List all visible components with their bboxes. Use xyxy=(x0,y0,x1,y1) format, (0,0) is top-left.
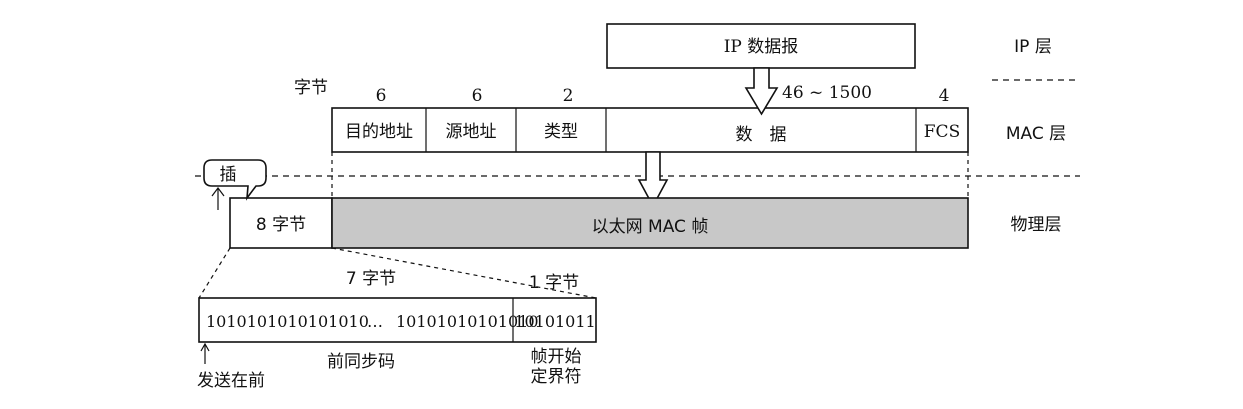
dest-size: 6 xyxy=(376,86,387,106)
preamble-bits-mid: 10101010101010 xyxy=(396,312,539,331)
preamble-name: 前同步码 xyxy=(327,352,395,372)
field-fcs: FCS xyxy=(924,122,960,142)
preamble-bits-left: 1010101010101010 xyxy=(206,312,369,331)
up-arrow-icon xyxy=(200,342,210,352)
field-dest-address: 目的地址 xyxy=(345,122,413,142)
one-byte-label: 1 字节 xyxy=(529,273,579,293)
seven-bytes-label: 7 字节 xyxy=(346,269,396,289)
data-size: 46 ~ 1500 xyxy=(782,83,872,103)
encapsulate-arrow-icon xyxy=(744,67,779,116)
sfd-name-line2: 定界符 xyxy=(531,367,582,387)
ip-datagram-label: IP 数据报 xyxy=(724,37,799,57)
transmit-arrow-icon xyxy=(637,151,669,208)
sfd-name-line1: 帧开始 xyxy=(531,347,582,367)
insert-arrow-icon xyxy=(211,187,225,197)
expand-line-left xyxy=(198,247,231,299)
byte-unit-label: 字节 xyxy=(294,78,328,98)
field-data: 数 据 xyxy=(736,125,787,145)
mac-layer-label: MAC 层 xyxy=(1006,124,1066,144)
ip-layer-label: IP 层 xyxy=(1014,37,1052,57)
insert-callout-bubble xyxy=(203,159,267,201)
field-src-address: 源地址 xyxy=(446,122,497,142)
src-size: 6 xyxy=(472,86,483,106)
sfd-bits: 10101011 xyxy=(514,312,595,331)
insert-callout-label: 插 xyxy=(220,165,237,185)
preamble-ellipsis: … xyxy=(367,312,383,331)
fcs-size: 4 xyxy=(939,86,950,106)
physical-layer-label: 物理层 xyxy=(1011,215,1062,235)
mac-frame-box xyxy=(331,107,969,153)
ethernet-frame-label: 以太网 MAC 帧 xyxy=(592,217,709,237)
type-size: 2 xyxy=(563,86,574,106)
ethernet-frame-box xyxy=(331,197,969,249)
send-first-label: 发送在前 xyxy=(197,371,265,391)
preamble-size-label: 8 字节 xyxy=(256,215,306,235)
preamble-box xyxy=(229,197,333,249)
preamble-detail-box xyxy=(198,297,597,343)
field-type: 类型 xyxy=(544,122,578,142)
ip-datagram-box xyxy=(606,23,916,69)
